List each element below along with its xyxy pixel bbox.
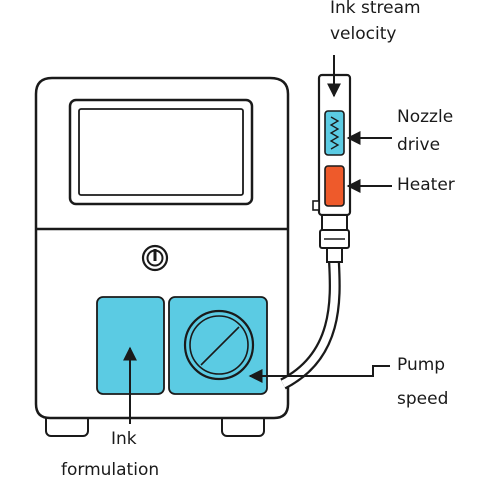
nozzle-drive-coil bbox=[329, 116, 340, 150]
ink-label: Ink bbox=[111, 429, 137, 449]
ink-stream-label-line1: Ink stream bbox=[330, 0, 421, 18]
ink-stream-label-line2: velocity bbox=[330, 24, 397, 44]
pump-speed-arrow bbox=[248, 365, 390, 383]
gauge-icon bbox=[183, 309, 255, 381]
nozzle-drive-label-line1: Nozzle bbox=[397, 107, 454, 127]
heater-label: Heater bbox=[397, 175, 455, 195]
display-screen bbox=[78, 108, 244, 196]
pump-speed-label-line2: speed bbox=[397, 389, 449, 409]
print-head-side-tab bbox=[312, 200, 320, 211]
heater bbox=[324, 165, 345, 207]
nozzle-drive bbox=[324, 110, 345, 156]
print-head-collar bbox=[321, 214, 348, 231]
pump-speed-label-line1: Pump bbox=[397, 355, 446, 375]
print-head-ferrule bbox=[326, 247, 343, 263]
nozzle-drive-label-line2: drive bbox=[397, 135, 441, 155]
power-icon bbox=[141, 244, 169, 272]
formulation-label: formulation bbox=[61, 460, 160, 480]
